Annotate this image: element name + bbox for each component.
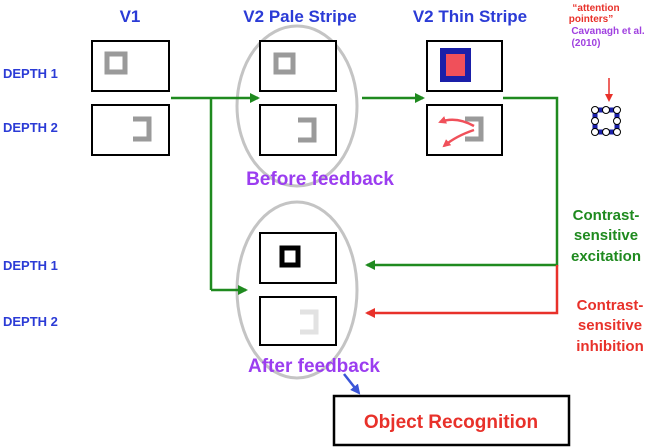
object-recognition-box xyxy=(332,394,571,447)
v2thin-arrow-down-icon xyxy=(442,128,475,148)
v1-depth1-square xyxy=(104,51,128,75)
before-feedback-ellipse xyxy=(235,24,359,188)
attention-label-2: pointers” xyxy=(569,14,613,25)
inhibition-label-1: Contrast- xyxy=(577,297,644,314)
attention-cite-2: (2010) xyxy=(572,38,601,49)
v2thin-depth1-border-square xyxy=(440,48,471,82)
attention-cite-1: Cavanagh et al. xyxy=(571,26,645,37)
attention-pointers-icon xyxy=(591,106,621,136)
v2pale-depth2-bracket xyxy=(298,117,317,143)
excitation-label-2: sensitive xyxy=(574,227,638,244)
v2pale-depth1-box xyxy=(259,40,337,92)
object-recognition-label: Object Recognition xyxy=(364,412,538,433)
after-feedback-ellipse xyxy=(235,200,359,380)
excitation-label-3: excitation xyxy=(571,248,641,265)
depth-label-top-2: DEPTH 2 xyxy=(3,120,58,135)
header-v1: V1 xyxy=(120,7,141,26)
header-v2-pale-stripe: V2 Pale Stripe xyxy=(243,7,356,26)
before-feedback-label: Before feedback xyxy=(246,169,394,190)
v2thin-depth1-box xyxy=(426,40,503,92)
after-feedback-label: After feedback xyxy=(248,356,380,377)
inhibition-label-3: inhibition xyxy=(576,338,643,355)
header-v2-thin-stripe: V2 Thin Stripe xyxy=(413,7,527,26)
v2pale-depth2-box xyxy=(259,104,337,156)
excitation-label-1: Contrast- xyxy=(573,207,640,224)
after-depth2-box xyxy=(259,296,337,346)
to-recognition-arrow xyxy=(343,373,361,395)
after-depth2-bracket xyxy=(300,309,319,335)
depth-label-bottom-2: DEPTH 2 xyxy=(3,314,58,329)
inhibition-label-2: sensitive xyxy=(578,317,642,334)
v2thin-depth2-bracket xyxy=(465,116,484,142)
v2pale-depth1-square xyxy=(273,52,296,75)
v2thin-depth2-box xyxy=(426,104,503,156)
after-depth1-square xyxy=(279,245,301,268)
depth-label-bottom-1: DEPTH 1 xyxy=(3,258,58,273)
attention-label-1: “attention xyxy=(572,3,619,14)
excitation-feedback-line xyxy=(365,96,559,270)
v1-depth2-box xyxy=(91,104,170,156)
v1-depth2-bracket xyxy=(133,116,152,142)
v2thin-arrow-up-icon xyxy=(438,116,475,128)
inhibition-feedback-line xyxy=(365,265,559,318)
v1-depth1-box xyxy=(91,40,170,92)
depth-label-top-1: DEPTH 1 xyxy=(3,66,58,81)
